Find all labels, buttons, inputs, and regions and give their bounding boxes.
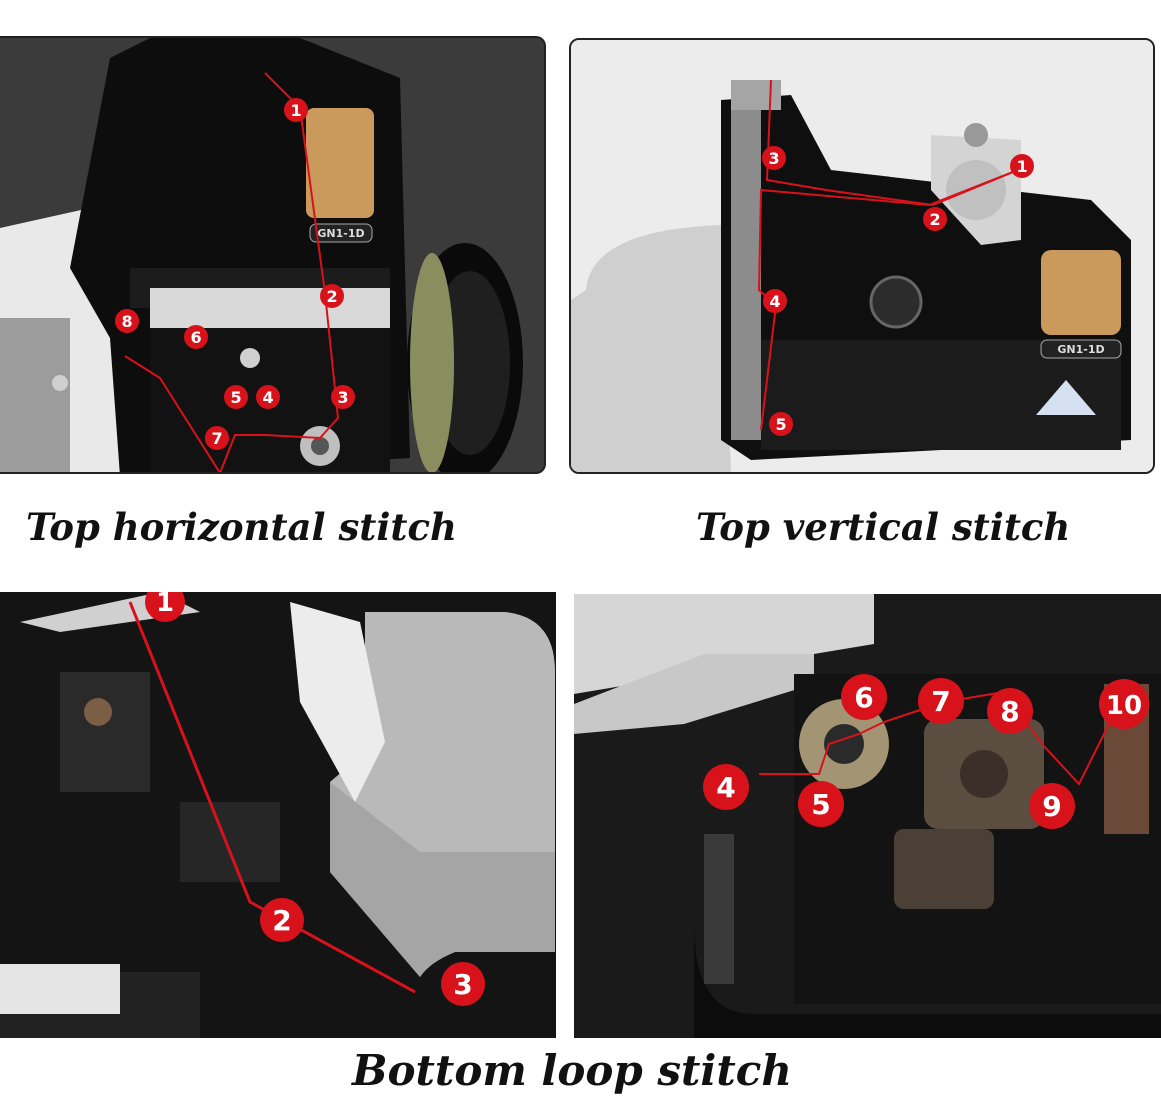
marker-6: 6 — [190, 328, 201, 347]
marker-5: 5 — [775, 415, 786, 434]
photo-top-horizontal-stitch: GN1-1D 1 2 3 4 5 6 7 8 — [0, 36, 546, 474]
panel2-markers: 1 2 3 4 5 — [762, 146, 1034, 436]
marker-4: 4 — [769, 292, 780, 311]
marker-8: 8 — [1000, 695, 1019, 728]
photo-bottom-loop-left: 1 2 3 — [0, 592, 556, 1038]
marker-4: 4 — [716, 771, 735, 804]
photo-bottom-loop-right: 4 5 6 7 8 9 10 — [574, 594, 1161, 1038]
marker-4: 4 — [262, 388, 273, 407]
marker-1: 1 — [290, 101, 301, 120]
marker-1: 1 — [1016, 157, 1027, 176]
marker-3: 3 — [337, 388, 348, 407]
gold-badge-icon — [306, 108, 374, 218]
panel4-markers: 4 5 6 7 8 9 10 — [703, 674, 1149, 829]
caption-top-horizontal-stitch: Top horizontal stitch — [26, 505, 457, 549]
marker-7: 7 — [931, 685, 950, 718]
caption-bottom-loop-stitch: Bottom loop stitch — [352, 1046, 792, 1095]
marker-10: 10 — [1106, 691, 1142, 721]
model-badge-label: GN1-1D — [317, 227, 364, 240]
caption-top-vertical-stitch: Top vertical stitch — [696, 505, 1071, 549]
marker-2: 2 — [272, 904, 291, 937]
marker-7: 7 — [211, 429, 222, 448]
model-badge-label: GN1-1D — [1057, 343, 1104, 356]
marker-2: 2 — [326, 287, 337, 306]
marker-9: 9 — [1042, 790, 1061, 823]
marker-5: 5 — [230, 388, 241, 407]
panel1-markers: 1 2 3 4 5 6 7 8 — [115, 98, 355, 450]
marker-5: 5 — [811, 788, 830, 821]
marker-3: 3 — [453, 968, 472, 1001]
gold-badge-icon — [1041, 250, 1121, 335]
panel3-markers: 1 2 3 — [145, 592, 485, 1006]
photo-top-vertical-stitch: GN1-1D 1 2 3 4 5 — [569, 38, 1155, 474]
marker-2: 2 — [929, 210, 940, 229]
marker-3: 3 — [768, 149, 779, 168]
marker-1: 1 — [156, 592, 174, 618]
marker-6: 6 — [854, 681, 873, 714]
marker-8: 8 — [121, 312, 132, 331]
